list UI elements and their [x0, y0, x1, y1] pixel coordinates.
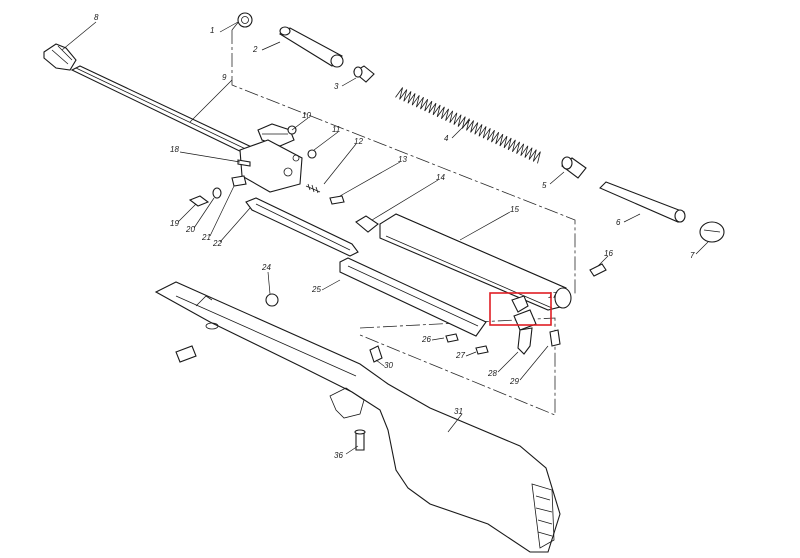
label-part-17: 17	[548, 291, 557, 300]
label-part-13: 13	[398, 155, 407, 164]
label-part-12: 12	[354, 137, 363, 146]
label-part-27: 27	[455, 351, 465, 360]
part-trigger	[517, 327, 533, 355]
part-screw-19	[188, 195, 210, 207]
label-part-25: 25	[311, 285, 321, 294]
part-spring-guide	[353, 65, 375, 83]
part-small-pin	[329, 195, 345, 205]
label-part-9: 9	[222, 73, 227, 82]
label-part-10: 10	[302, 111, 311, 120]
label-part-24: 24	[261, 263, 271, 272]
label-part-20: 20	[185, 225, 195, 234]
label-part-30: 30	[384, 361, 393, 370]
part-number-labels: 1 2 3 4 5 6 7 8 9 10 11 12 13 14 15 16 1…	[94, 13, 695, 460]
label-part-14: 14	[436, 173, 445, 182]
part-stock	[154, 281, 561, 553]
label-part-1: 1	[210, 26, 214, 35]
leader-lines	[61, 21, 709, 455]
label-part-5: 5	[542, 181, 547, 190]
part-small-nut	[307, 149, 317, 159]
part-muzzle-cap	[43, 43, 77, 71]
part-piston	[278, 26, 344, 68]
label-part-19: 19	[170, 219, 179, 228]
label-part-4: 4	[444, 134, 449, 143]
part-screw-26	[445, 333, 459, 343]
label-part-11: 11	[332, 125, 340, 134]
label-part-22: 22	[212, 239, 222, 248]
part-rod	[599, 181, 686, 223]
trigger-highlight-box	[489, 292, 552, 326]
part-safety	[369, 345, 383, 363]
part-mainspring	[395, 87, 541, 164]
label-part-31: 31	[454, 407, 463, 416]
label-part-29: 29	[509, 377, 519, 386]
part-cocking-lever	[245, 197, 359, 257]
label-part-26: 26	[421, 335, 431, 344]
part-screw-27	[475, 345, 489, 355]
part-stock-screw-36	[354, 429, 366, 451]
part-end-cap	[699, 221, 725, 243]
label-part-8: 8	[94, 13, 99, 22]
part-trigger-plate	[339, 257, 487, 337]
part-barrel-block	[239, 139, 303, 193]
label-part-18: 18	[170, 145, 179, 154]
label-part-28: 28	[487, 369, 497, 378]
label-part-6: 6	[616, 218, 621, 227]
part-trigger-screw-29	[549, 329, 561, 347]
label-part-7: 7	[690, 251, 695, 260]
label-part-36: 36	[334, 451, 343, 460]
label-part-15: 15	[510, 205, 519, 214]
part-washer	[237, 12, 253, 28]
part-front-stock-screw	[175, 345, 197, 363]
part-stock-screw-24	[265, 293, 279, 307]
label-part-21: 21	[201, 233, 211, 242]
part-washer-20	[212, 187, 222, 199]
part-small-spring	[305, 183, 321, 194]
label-part-3: 3	[334, 82, 339, 91]
label-part-2: 2	[252, 45, 258, 54]
part-barrel	[70, 65, 260, 157]
part-screw-18	[237, 159, 251, 167]
label-part-16: 16	[604, 249, 613, 258]
part-piston-pin	[355, 215, 379, 233]
part-spring-bushing	[561, 156, 587, 179]
part-bushing-21	[231, 175, 247, 187]
